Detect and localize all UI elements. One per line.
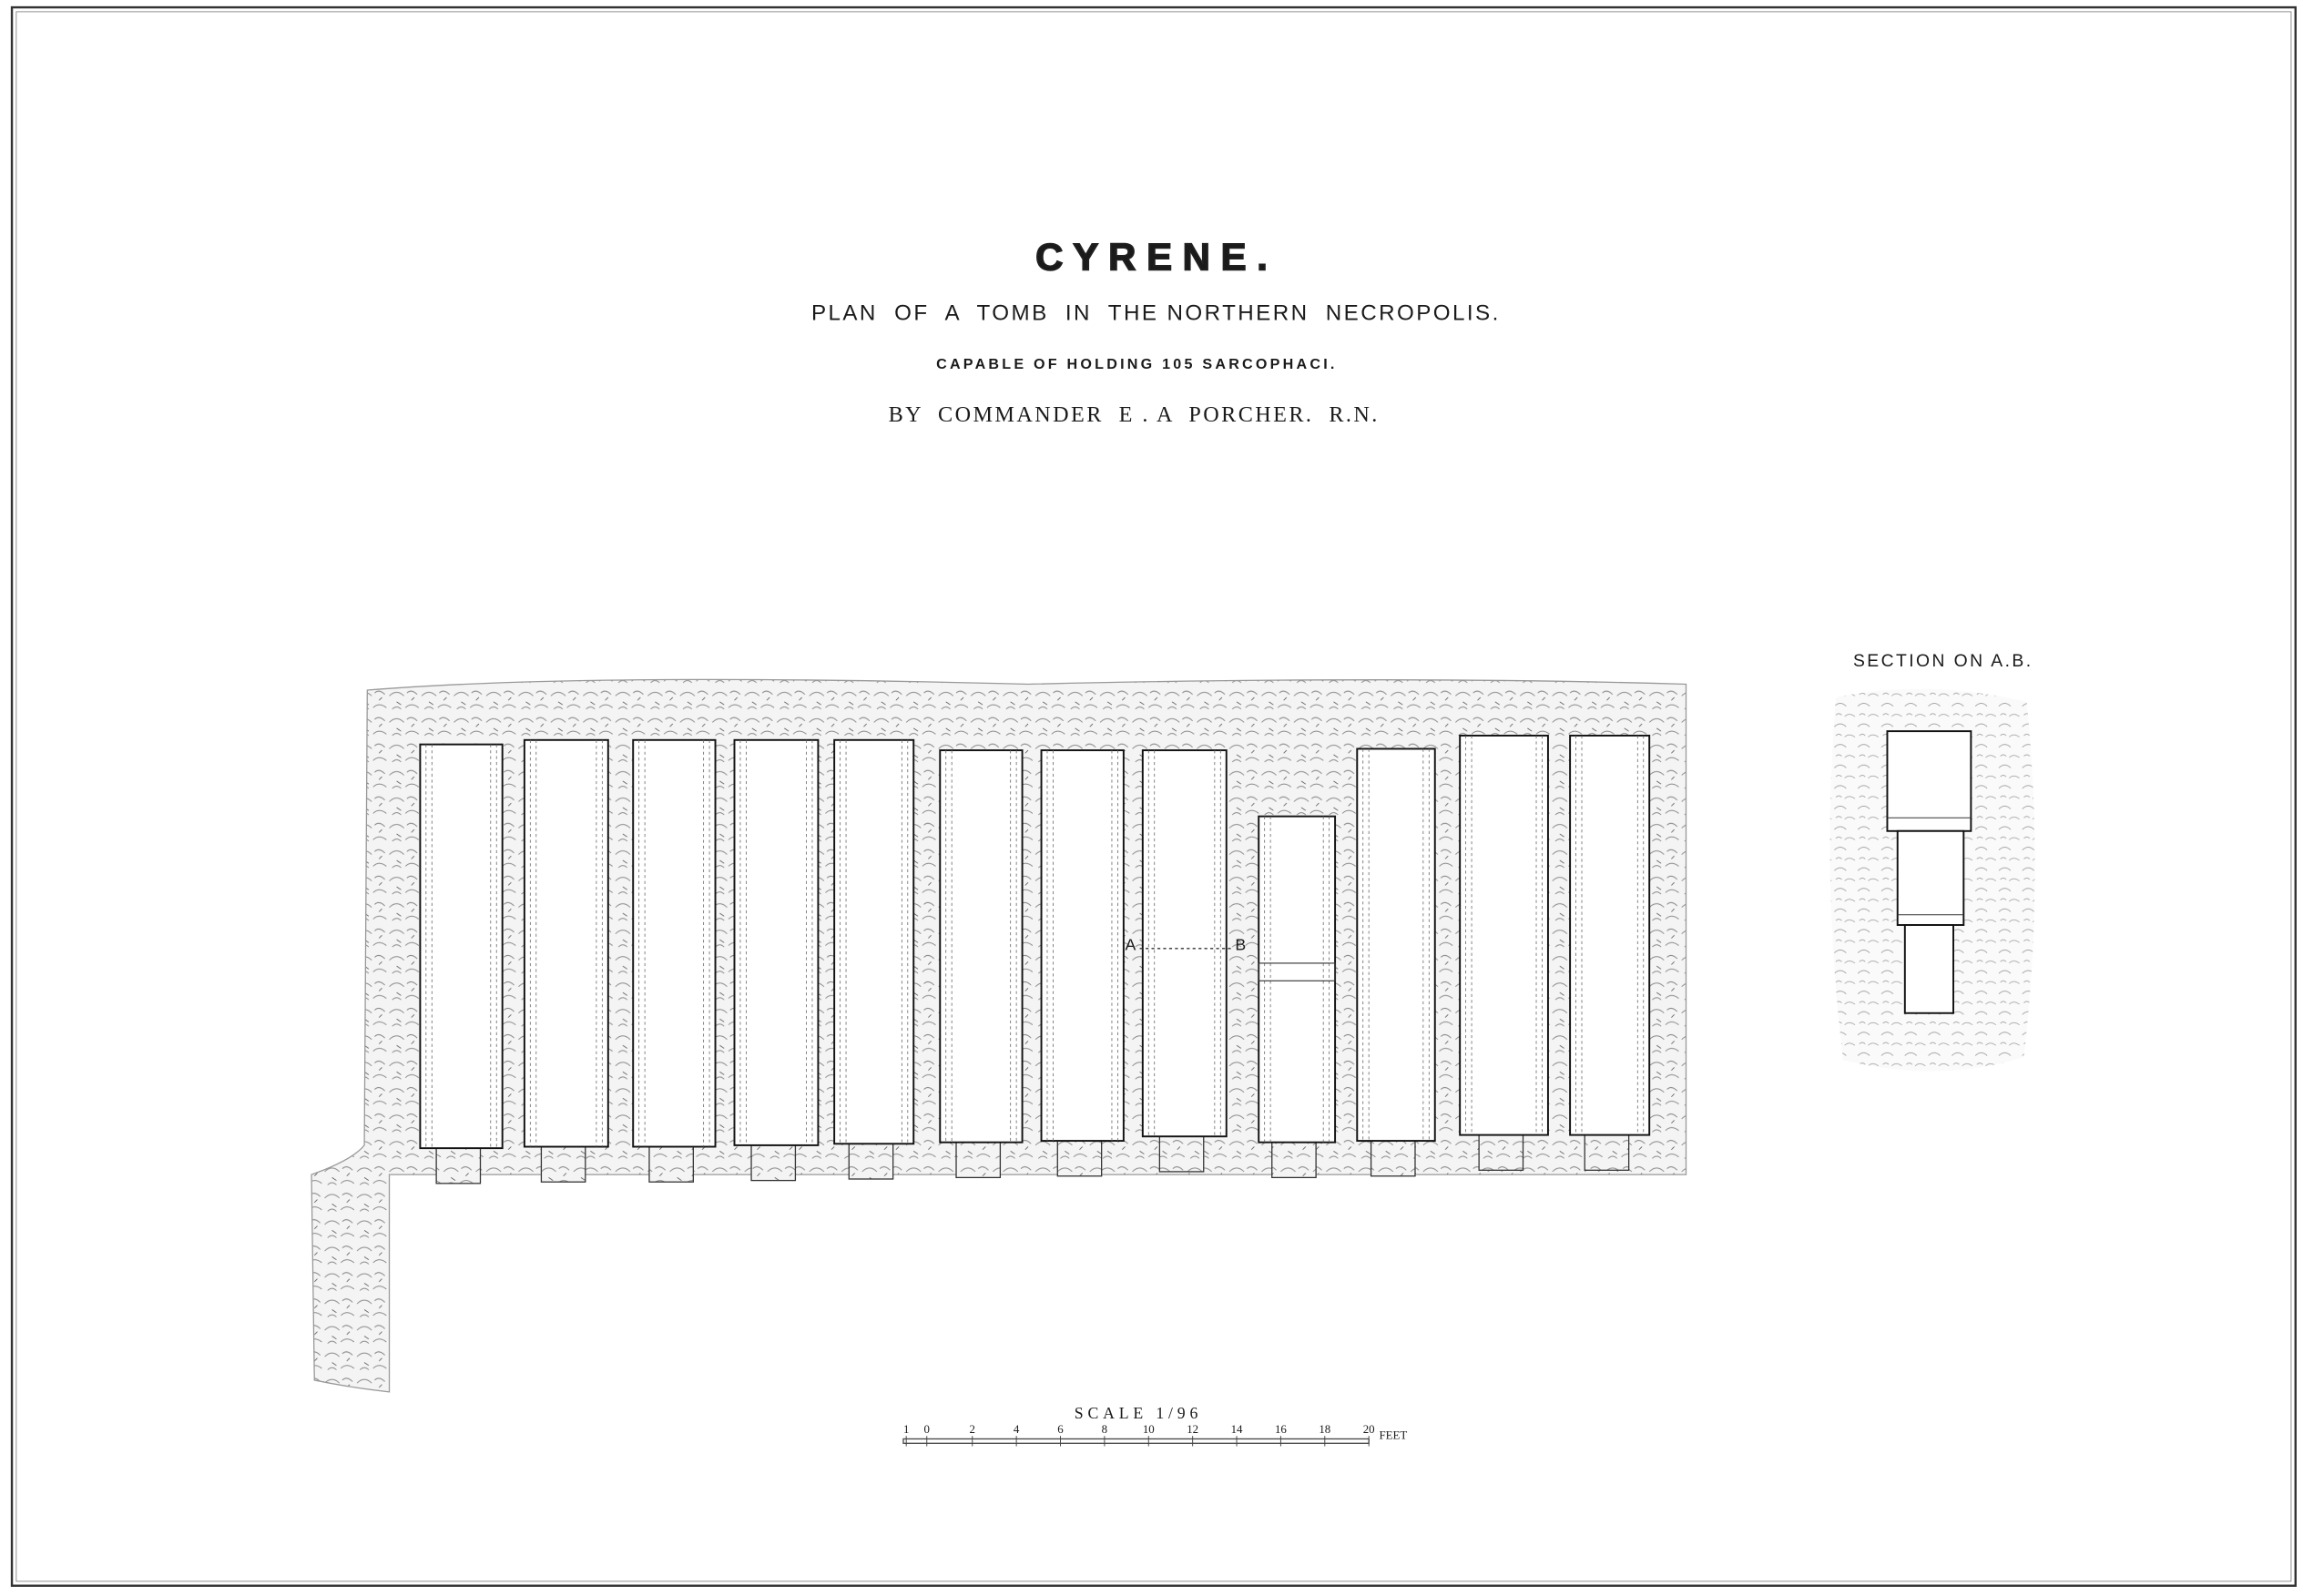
scale-tick-label: 2 — [970, 1423, 975, 1436]
section-title: SECTION ON A.B. — [1853, 651, 2033, 671]
scale-tick-label: 16 — [1275, 1423, 1287, 1436]
capacity-line: CAPABLE OF HOLDING 105 SARCOPHACI. — [936, 356, 1338, 372]
chamber — [833, 738, 915, 1180]
chamber — [733, 738, 820, 1182]
chamber — [523, 738, 609, 1183]
chamber — [1040, 749, 1125, 1177]
chamber-step — [1258, 962, 1336, 981]
scale-bar — [902, 1438, 1370, 1444]
author-line: BY COMMANDER E . A PORCHER. R.N. — [889, 402, 1380, 427]
chamber — [632, 738, 717, 1183]
chamber — [1258, 815, 1337, 1179]
scale-label: SCALE 1/96 — [1075, 1404, 1202, 1422]
scale-tick-label: 6 — [1057, 1423, 1064, 1436]
scale-unit: FEET — [1379, 1428, 1407, 1441]
subtitle: PLAN OF A TOMB IN THE NORTHERN NECROPOLI… — [811, 301, 1501, 326]
scale-tick-label: 4 — [1014, 1423, 1020, 1436]
chamber — [1459, 734, 1549, 1171]
title: C Y R E N E . — [1035, 236, 1268, 279]
chamber — [419, 743, 504, 1184]
chamber — [1356, 747, 1436, 1177]
frame-border — [10, 5, 2297, 1587]
burial-chambers — [419, 734, 1651, 1184]
scale-tick-label: 20 — [1363, 1423, 1375, 1436]
scale-tick-label: 0 — [924, 1423, 930, 1436]
scale-tick-label: 10 — [1143, 1423, 1155, 1436]
label-a: A — [1125, 935, 1136, 953]
chamber — [1141, 749, 1228, 1173]
scale-tick-label: 8 — [1102, 1423, 1107, 1436]
scale-tick-label: 1 — [903, 1423, 909, 1436]
scale-tick-label: 18 — [1319, 1423, 1330, 1436]
label-b: B — [1235, 935, 1246, 953]
section-drawing — [1829, 688, 2035, 1072]
chamber — [1569, 734, 1651, 1171]
scale-tick-label: 12 — [1187, 1423, 1198, 1436]
scale-tick-label: 14 — [1231, 1423, 1243, 1436]
chamber — [939, 749, 1024, 1179]
